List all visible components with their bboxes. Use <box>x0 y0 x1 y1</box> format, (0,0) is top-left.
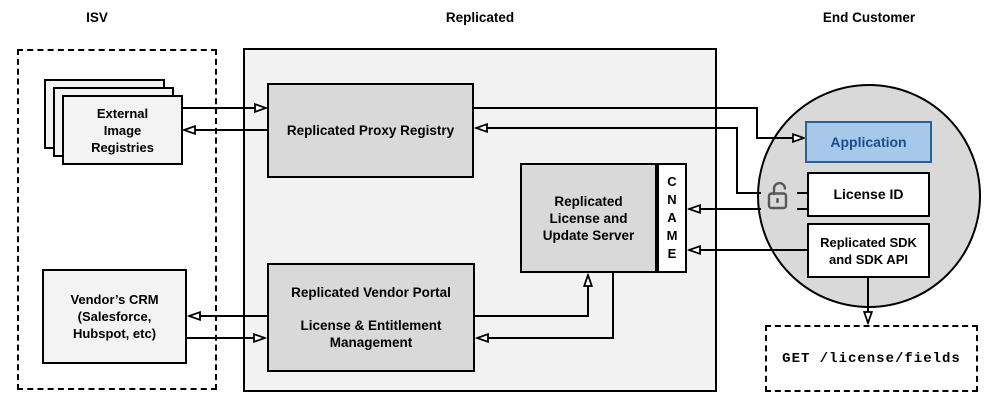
vendor-portal-title: Replicated Vendor Portal <box>291 285 451 300</box>
arrow-proxy-to-application <box>474 107 804 138</box>
crm-label-line1: Vendor’s CRM <box>70 292 159 307</box>
crm-box: Vendor’s CRM (Salesforce, Hubspot, etc) <box>42 269 187 364</box>
vendor-portal-subtitle-line1: License & Entitlement <box>300 318 442 333</box>
registries-label-line2: Image <box>103 122 142 138</box>
registries-label-line3: Registries <box>91 139 154 155</box>
get-request-label: GET /license/fields <box>782 350 961 367</box>
registries-label-line1: External <box>96 105 149 121</box>
license-update-server-box: Replicated License and Update Server <box>520 163 657 273</box>
open-padlock-glyph <box>767 181 788 210</box>
vendor-portal-box: Replicated Vendor Portal License & Entit… <box>267 263 475 372</box>
isv-boundary <box>17 49 217 390</box>
arrow-server-to-portal <box>477 273 614 338</box>
license-id-box: License ID <box>807 172 930 217</box>
sdk-box: Replicated SDK and SDK API <box>807 223 930 278</box>
proxy-registry-box: Replicated Proxy Registry <box>267 83 474 178</box>
cname-label: CNAME <box>666 174 678 261</box>
sdk-label-line1: Replicated SDK <box>820 234 917 250</box>
crm-label-line2: (Salesforce, <box>77 309 152 324</box>
license-id-label: License ID <box>833 186 904 202</box>
sdk-label-line2: and SDK API <box>829 251 908 267</box>
arrow-portal-to-server <box>475 275 588 317</box>
section-label-end-customer: End Customer <box>822 10 916 25</box>
server-label-line2: License and <box>549 210 628 226</box>
vendor-portal-subtitle-line2: Management <box>329 335 413 350</box>
crm-label-line3: Hubspot, etc) <box>72 326 157 341</box>
proxy-registry-label: Replicated Proxy Registry <box>286 123 455 138</box>
server-label-line3: Update Server <box>542 227 635 243</box>
section-label-isv: ISV <box>86 10 108 25</box>
registries-box: External Image Registries <box>62 95 183 165</box>
open-padlock-icon <box>761 176 797 214</box>
cname-strip: CNAME <box>657 163 687 273</box>
application-box: Application <box>805 121 932 163</box>
server-label-line1: Replicated <box>554 193 623 209</box>
section-label-replicated: Replicated <box>445 10 515 25</box>
get-request-box: GET /license/fields <box>765 325 978 392</box>
application-label: Application <box>830 133 907 150</box>
